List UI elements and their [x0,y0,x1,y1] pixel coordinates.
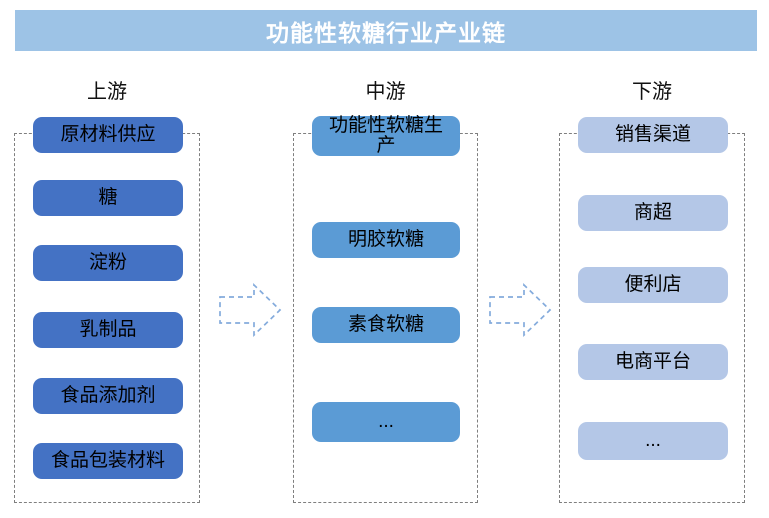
node-downstream-ellipsis: ... [578,422,728,460]
node-dairy-products: 乳制品 [33,312,183,348]
node-supermarket: 商超 [578,195,728,231]
node-sugar: 糖 [33,180,183,216]
node-functional-gummy-production: 功能性软糖生产 [312,115,460,156]
node-sales-channels: 销售渠道 [578,117,728,153]
node-vegan-gummy: 素食软糖 [312,307,460,343]
title-bar: 功能性软糖行业产业链 [15,10,757,51]
node-convenience-store: 便利店 [578,267,728,303]
flow-arrow-right-icon [219,283,282,337]
column-header-midstream: 中游 [365,80,406,103]
node-food-packaging: 食品包装材料 [33,443,183,479]
node-gelatin-gummy: 明胶软糖 [312,222,460,258]
node-starch: 淀粉 [33,245,183,281]
node-ecommerce-platform: 电商平台 [578,344,728,380]
column-header-upstream: 上游 [87,80,127,103]
page-title: 功能性软糖行业产业链 [266,19,506,46]
node-raw-material-supply: 原材料供应 [33,117,183,153]
column-header-downstream: 下游 [632,80,672,103]
node-food-additives: 食品添加剂 [33,378,183,414]
flow-arrow-right-icon [489,283,552,337]
node-midstream-ellipsis: ... [312,402,460,442]
